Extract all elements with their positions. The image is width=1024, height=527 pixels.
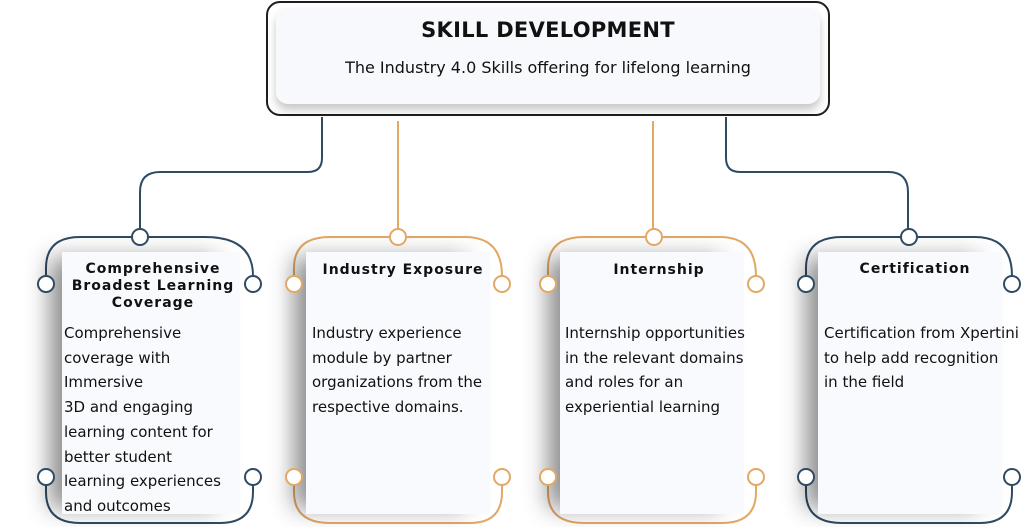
card-2-title-line: Industry Exposure — [322, 262, 484, 278]
card-1-description-line: Comprehensive — [64, 324, 182, 342]
card-3-left-top-node — [539, 275, 557, 293]
card-2-description-line: Industry experience — [312, 324, 462, 342]
card-1-description-line: learning content for — [64, 422, 213, 441]
card-frame-4 — [805, 236, 1013, 524]
diagram-title: SKILL DEVELOPMENT — [421, 18, 675, 42]
card-4-description-line: in the field — [824, 373, 905, 392]
card-1-title-line: Coverage — [111, 295, 195, 311]
card-4-right-bottom-node — [1003, 468, 1021, 486]
card-2-description-line: organizations from the — [312, 373, 483, 392]
card-3-right-bottom-node — [747, 468, 765, 486]
card-1-description-line: 3D and engaging — [64, 398, 194, 417]
card-4-left-bottom-node — [797, 468, 815, 486]
card-3-title: Internship — [566, 262, 752, 279]
card-2-left-top-node — [285, 275, 303, 293]
card-background-4 — [818, 252, 1002, 514]
header-inner-panel — [276, 8, 820, 104]
card-1-description-line: and outcomes — [64, 496, 171, 515]
card-1-left-bottom-node — [37, 468, 55, 486]
card-1-description-line: learning experiences — [64, 472, 221, 491]
card-4-description: Certification from Xpertini to help add … — [824, 321, 1022, 395]
card-frame-2 — [293, 236, 503, 524]
card-4-description-line: to help add recognition — [824, 348, 999, 367]
card-2-top-node — [389, 228, 407, 246]
card-2-left-bottom-node — [285, 468, 303, 486]
card-background-1 — [62, 252, 240, 514]
card-4-title-line: Certification — [859, 261, 971, 277]
connector-line-4 — [725, 117, 909, 229]
card-2-description-line: respective domains. — [312, 398, 464, 417]
connector-line-1 — [139, 117, 323, 230]
card-2-right-top-node — [493, 275, 511, 293]
card-1-right-top-node — [244, 275, 262, 293]
card-3-description: Internship opportunities in the relevant… — [565, 321, 753, 420]
card-3-description-line: in the relevant domains — [565, 348, 744, 367]
card-background-2 — [306, 252, 490, 514]
card-1-description: Comprehensive coverage with Immersive 3D… — [64, 321, 254, 519]
card-frame-1 — [45, 236, 254, 524]
card-2-title: Industry Exposure — [310, 262, 496, 279]
card-1-description-line: coverage with Immersive — [64, 348, 171, 392]
card-1-left-top-node — [37, 275, 55, 293]
card-3-description-line: and roles for an — [565, 373, 684, 392]
card-1-title-line: Comprehensive — [85, 261, 221, 277]
card-3-top-node — [645, 228, 663, 246]
card-4-description-line: Certification from Xpertini — [824, 324, 1019, 342]
card-frame-3 — [547, 236, 757, 524]
card-4-right-top-node — [1003, 275, 1021, 293]
card-1-title: Comprehensive Broadest Learning Coverage — [60, 261, 246, 312]
card-2-description: Industry experience module by partner or… — [312, 321, 498, 420]
card-2-description-line: module by partner — [312, 348, 452, 367]
card-4-title: Certification — [822, 261, 1008, 278]
card-3-left-bottom-node — [539, 468, 557, 486]
card-2-right-bottom-node — [493, 468, 511, 486]
card-1-right-bottom-node — [244, 468, 262, 486]
card-3-description-line: experiential learning — [565, 398, 721, 417]
card-3-title-line: Internship — [613, 262, 705, 278]
card-3-description-line: Internship opportunities — [565, 324, 745, 342]
card-1-description-line: better student — [64, 447, 173, 466]
card-background-3 — [560, 252, 744, 514]
card-4-left-top-node — [797, 275, 815, 293]
card-4-top-node — [900, 228, 918, 246]
diagram-subtitle: The Industry 4.0 Skills offering for lif… — [345, 58, 751, 77]
card-3-right-top-node — [747, 275, 765, 293]
card-1-top-node — [131, 228, 149, 246]
card-1-title-line: Broadest Learning — [71, 278, 235, 294]
